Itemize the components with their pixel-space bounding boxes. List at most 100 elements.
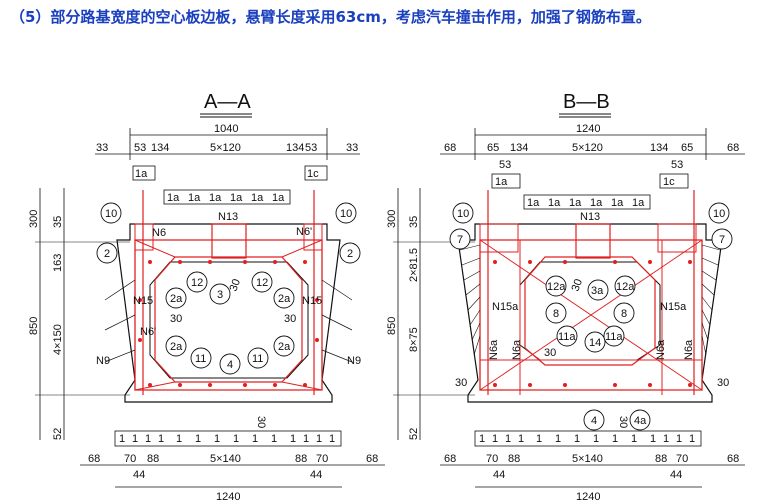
drawing-label: 134 xyxy=(650,142,668,154)
drawing-label: 11 xyxy=(252,353,263,365)
drawing-label: 68 xyxy=(366,453,378,465)
drawing-label: 134 xyxy=(286,142,304,154)
drawing-label: 1 xyxy=(233,433,239,445)
drawing-label: 30 xyxy=(284,313,296,325)
drawing-label: 12a xyxy=(547,281,566,293)
drawing-label: 1 xyxy=(676,433,682,445)
drawing-label: 35 xyxy=(408,216,420,228)
drawing-label: 1a xyxy=(135,168,148,180)
drawing-label: 52 xyxy=(408,428,420,440)
drawing-label: 1 xyxy=(214,433,220,445)
drawing-label: 30 xyxy=(228,277,243,293)
drawing-label: N15 xyxy=(133,295,153,307)
drawing-label: 1a xyxy=(495,176,508,188)
drawing-label: 12 xyxy=(191,277,203,289)
drawing-label: 30 xyxy=(455,377,467,389)
drawing-label: 4 xyxy=(591,415,597,427)
drawing-label: 1a xyxy=(209,192,222,204)
drawing-label: 300 xyxy=(386,210,398,228)
drawing-label: 44 xyxy=(493,469,505,481)
drawing-label: 70 xyxy=(316,453,328,465)
a-bottom-marks: 1 1 1 1 1 1 1 1 1 1 1 1 1 1 xyxy=(119,433,335,445)
drawing-label: 35 xyxy=(52,216,64,228)
drawing-label: 1 xyxy=(316,433,322,445)
drawing-label: 1c xyxy=(663,176,675,188)
drawing-label: 5×140 xyxy=(210,453,241,465)
drawing-label: 10 xyxy=(340,208,352,220)
drawing-label: 1240 xyxy=(576,491,600,502)
drawing-label: 2 xyxy=(347,248,353,260)
drawing-label: 53 xyxy=(671,159,683,171)
drawing-label: 2a xyxy=(278,293,291,305)
drawing-label: N9 xyxy=(96,355,110,367)
drawing-label: 1240 xyxy=(216,491,240,502)
section-b-b: B—B 1240 68 65 134 5×120 134 65 68 53 53… xyxy=(386,91,745,502)
drawing-label: 1 xyxy=(145,433,151,445)
drawing-label: 70 xyxy=(124,453,136,465)
drawing-label: 30 xyxy=(170,313,182,325)
drawing-label: 88 xyxy=(295,453,307,465)
drawing-label: 8×75 xyxy=(408,327,420,352)
section-b-title: B—B xyxy=(563,91,610,113)
drawing-label: 30 xyxy=(717,377,729,389)
drawing-label: 1 xyxy=(612,433,618,445)
drawing-label: 1a xyxy=(611,197,624,209)
drawing-label: 12 xyxy=(256,277,268,289)
drawing-label: 1 xyxy=(650,433,656,445)
drawing-label: 88 xyxy=(655,453,667,465)
drawing-label: 5×120 xyxy=(572,142,603,154)
drawing-label: N15a xyxy=(660,301,687,313)
drawing-label: 52 xyxy=(52,428,64,440)
drawing-label: 1 xyxy=(290,433,296,445)
drawing-label: 1 xyxy=(252,433,258,445)
drawing-label: 30 xyxy=(570,277,585,293)
drawing-label: 8 xyxy=(553,308,559,320)
drawing-label: 1 xyxy=(518,433,524,445)
drawing-label: 1 xyxy=(505,433,511,445)
drawing-label: 33 xyxy=(346,142,358,154)
drawing-label: N13 xyxy=(218,211,238,223)
drawing-label: 1 xyxy=(536,433,542,445)
drawing-label: 1 xyxy=(631,433,637,445)
b-bottom-marks: 1 1 1 1 1 1 1 1 1 1 1 1 1 1 xyxy=(479,433,695,445)
drawing-label: 68 xyxy=(88,453,100,465)
drawing-label: 5×120 xyxy=(210,142,241,154)
drawing-label: 1 xyxy=(195,433,201,445)
drawing-label: 1 xyxy=(663,433,669,445)
drawing-label: 1a xyxy=(230,192,243,204)
drawing-label: 30 xyxy=(255,416,267,428)
drawing-label: 1 xyxy=(689,433,695,445)
b-top-total: 1240 xyxy=(576,123,600,135)
drawing-label: 1c xyxy=(307,168,319,180)
drawing-label: 88 xyxy=(508,453,520,465)
drawing-label: 88 xyxy=(147,453,159,465)
drawing-label: 163 xyxy=(52,254,64,272)
drawing-label: 1a xyxy=(527,197,540,209)
drawing-label: 1a xyxy=(251,192,264,204)
drawing-label: 10 xyxy=(457,208,469,220)
drawing-label: 1a xyxy=(569,197,582,209)
drawing-label: 1 xyxy=(593,433,599,445)
drawing-label: N15 xyxy=(302,295,322,307)
drawing-label: 1a xyxy=(548,197,561,209)
drawing-label: 68 xyxy=(444,142,456,154)
drawing-label: 3 xyxy=(217,289,223,301)
drawing-label: 68 xyxy=(727,142,739,154)
drawing-label: 70 xyxy=(676,453,688,465)
drawing-label: 1 xyxy=(271,433,277,445)
drawing-label: 5×140 xyxy=(572,453,603,465)
drawing-label: 30 xyxy=(544,347,556,359)
drawing-label: 8 xyxy=(621,308,627,320)
drawing-label: 65 xyxy=(681,142,693,154)
drawing-label: 30 xyxy=(617,416,629,428)
drawing-label: 10 xyxy=(713,208,725,220)
drawing-label: 53 xyxy=(499,159,511,171)
drawing-label: 44 xyxy=(670,469,682,481)
drawing-label: 65 xyxy=(487,142,499,154)
drawing-label: N6' xyxy=(296,226,312,238)
drawing-label: 44 xyxy=(310,469,322,481)
drawing-label: N6 xyxy=(152,227,166,239)
drawing-label: 4×150 xyxy=(52,324,64,355)
drawing-label: 33 xyxy=(96,142,108,154)
section-a-title: A—A xyxy=(204,91,251,113)
